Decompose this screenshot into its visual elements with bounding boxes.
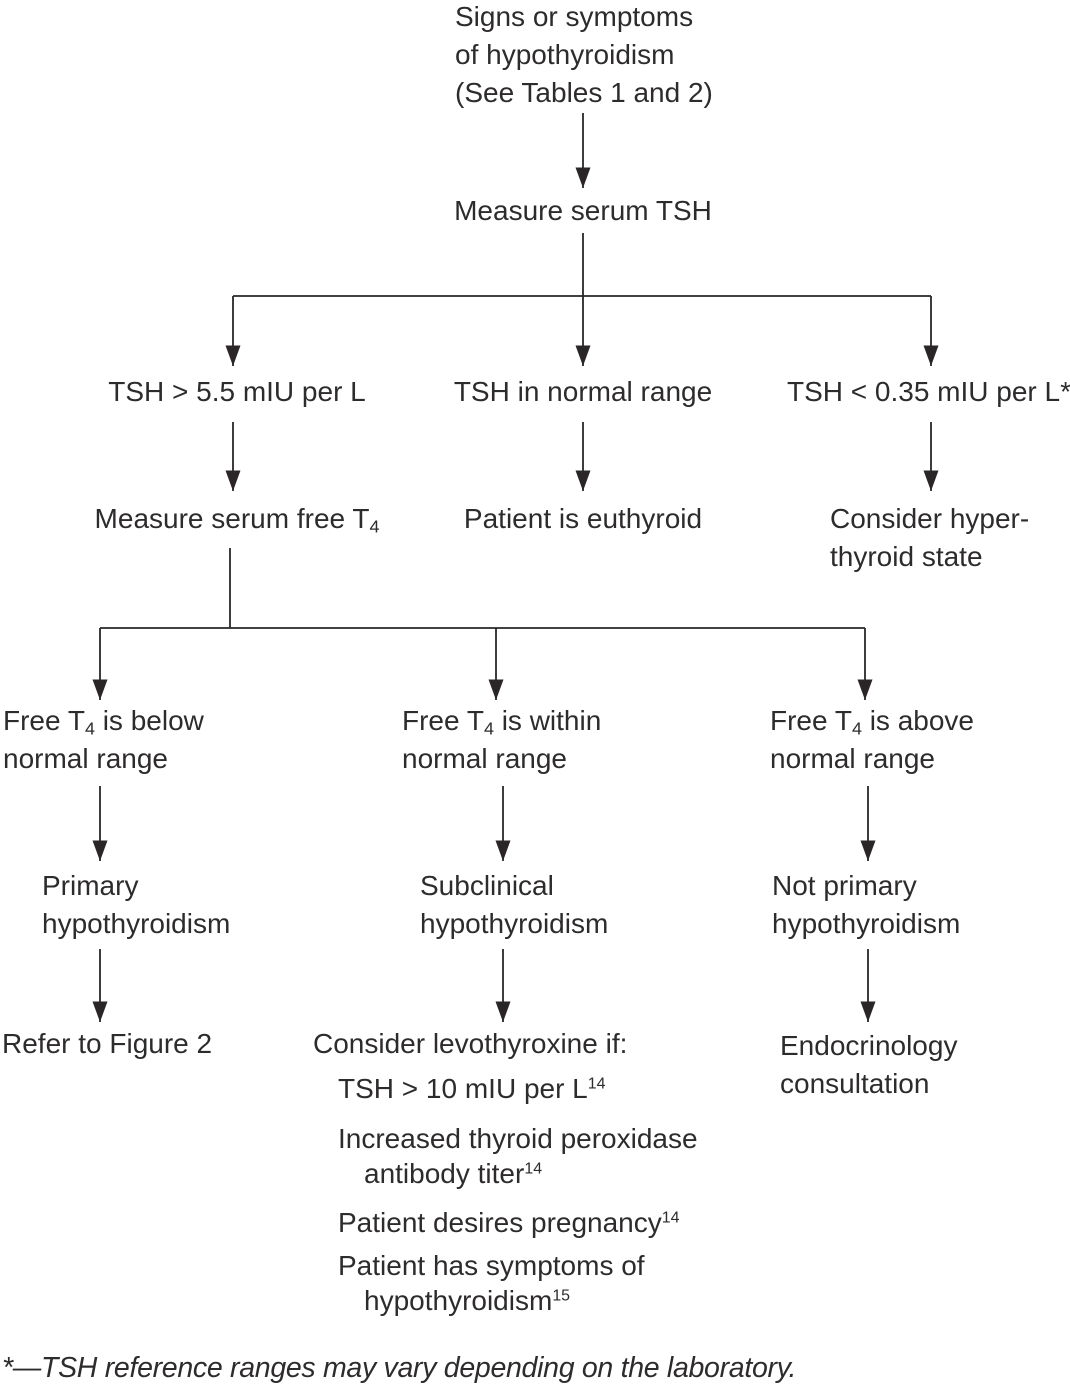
node-tsh-low: TSH < 0.35 mIU per L* <box>786 376 1070 407</box>
reference-superscript: 15 <box>552 1287 571 1305</box>
node-t4-below: Free T4 is below normal range <box>3 705 204 774</box>
criterion-symptoms-line-2: hypothyroidism15 <box>364 1285 571 1316</box>
node-t4-above: Free T4 is above normal range <box>770 705 974 774</box>
node-primary-hypothyroidism: Primary hypothyroidism <box>42 870 231 939</box>
node-not-primary-hypothyroidism: Not primary hypothyroidism <box>772 870 961 939</box>
reference-superscript: 14 <box>587 1075 606 1093</box>
node-patient-euthyroid: Patient is euthyroid <box>463 503 703 534</box>
criterion-symptoms-line-1: Patient has symptoms of <box>338 1250 645 1281</box>
criterion-tsh-over-10: TSH > 10 mIU per L14 <box>338 1073 606 1104</box>
node-consider-hyperthyroid: Consider hyper- thyroid state <box>830 503 1030 572</box>
t4-subscript: 4 <box>483 718 494 739</box>
arrows-diagnosis-to-plan <box>92 949 876 1022</box>
node-consider-levothyroxine-heading: Consider levothyroxine if: <box>313 1028 628 1059</box>
node-tsh-high: TSH > 5.5 mIU per L <box>108 376 366 407</box>
arrows-t4-to-diagnosis <box>92 786 876 861</box>
node-subclinical-hypothyroidism: Subclinical hypothyroidism <box>420 870 609 939</box>
footnote-tsh-reference-ranges: *—TSH reference ranges may vary dependin… <box>2 1352 797 1384</box>
t4-subscript: 4 <box>369 516 380 537</box>
criterion-desires-pregnancy: Patient desires pregnancy14 <box>338 1207 680 1238</box>
node-t4-within: Free T4 is within normal range <box>402 705 602 774</box>
branch-tsh-levels <box>225 233 939 366</box>
node-endocrinology-consultation: Endocrinology consultation <box>780 1030 958 1099</box>
arrows-tsh-to-actions <box>225 422 939 491</box>
node-signs-symptoms: Signs or symptoms of hypothyroidism (See… <box>455 1 713 108</box>
t4-subscript: 4 <box>84 718 95 739</box>
branch-free-t4-levels <box>92 548 873 700</box>
reference-superscript: 14 <box>661 1209 680 1227</box>
criterion-tpo-antibody-line-2: antibody titer14 <box>364 1158 543 1189</box>
node-tsh-normal: TSH in normal range <box>453 376 713 407</box>
node-refer-figure-2: Refer to Figure 2 <box>2 1028 213 1059</box>
criterion-tpo-antibody-line-1: Increased thyroid peroxidase <box>338 1123 698 1154</box>
reference-superscript: 14 <box>524 1160 543 1178</box>
t4-subscript: 4 <box>851 718 862 739</box>
node-measure-serum-tsh: Measure serum TSH <box>454 195 712 226</box>
node-measure-free-t4: Measure serum free T4 <box>94 503 380 537</box>
